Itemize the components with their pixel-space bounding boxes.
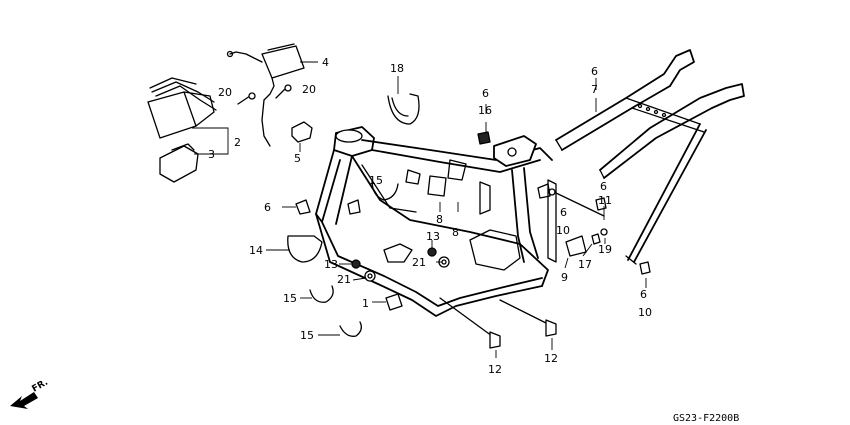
ignition-coil (226, 43, 305, 147)
plug-cap (291, 121, 313, 143)
callout-8b: 8 (452, 226, 459, 239)
upper-mount-bolt (477, 131, 491, 145)
callout-4: 4 (322, 56, 329, 69)
callout-5: 5 (294, 152, 301, 165)
callout-2: 2 (234, 136, 241, 149)
callout-15a: 15 (369, 174, 383, 187)
callout-6a: 6 (264, 201, 271, 214)
callout-8a: 8 (436, 213, 443, 226)
cdi-holder (159, 143, 199, 183)
callout-21b: 21 (412, 256, 426, 269)
callout-12b: 12 (544, 352, 558, 365)
callout-18: 18 (390, 62, 404, 75)
callout-15b: 15 (283, 292, 297, 305)
callout-10b: 10 (638, 306, 652, 319)
callout-20a: 20 (218, 86, 232, 99)
callout-11: 11 (598, 194, 612, 207)
callout-6c: 6 (591, 65, 598, 78)
callout-9: 9 (561, 271, 568, 284)
rear-mount-hardware (537, 183, 651, 275)
callout-6-rear: 6 (640, 288, 647, 301)
callout-6e: 6 (600, 180, 607, 193)
callout-13a: 13 (324, 258, 338, 271)
arrow-icon (10, 392, 38, 409)
callout-labels: 1 2 3 4 5 6 6 6 6 6 7 8 8 9 10 10 10 11 … (208, 56, 652, 376)
callout-20b: 20 (302, 83, 316, 96)
diagram-code: GS23-F2200B (673, 413, 739, 424)
callout-15c: 15 (300, 329, 314, 342)
front-direction-indicator: FR. (10, 378, 50, 409)
callout-6b: 6 (482, 87, 489, 100)
callout-10a: 10 (556, 224, 570, 237)
direction-label: FR. (31, 378, 50, 395)
small-bolts (237, 84, 292, 105)
callout-16: 16 (478, 104, 492, 117)
callout-19: 19 (598, 243, 612, 256)
collars-and-bushings (351, 247, 450, 311)
callout-17: 17 (578, 258, 592, 271)
callout-14: 14 (249, 244, 263, 257)
main-frame (295, 126, 557, 317)
callout-13b: 13 (426, 230, 440, 243)
cdi-unit (147, 77, 217, 139)
callout-21a: 21 (337, 273, 351, 286)
callout-1: 1 (362, 297, 369, 310)
callout-3: 3 (208, 148, 215, 161)
stacked-labels: 6 (640, 288, 647, 301)
callout-12a: 12 (488, 363, 502, 376)
engine-mount-bolts (439, 297, 557, 349)
callout-6d: 6 (560, 206, 567, 219)
band-clamp (387, 93, 420, 125)
rear-subframe (555, 49, 745, 265)
leader-lines (192, 61, 647, 358)
callout-7: 7 (591, 83, 598, 96)
hose-clamps (287, 179, 399, 337)
